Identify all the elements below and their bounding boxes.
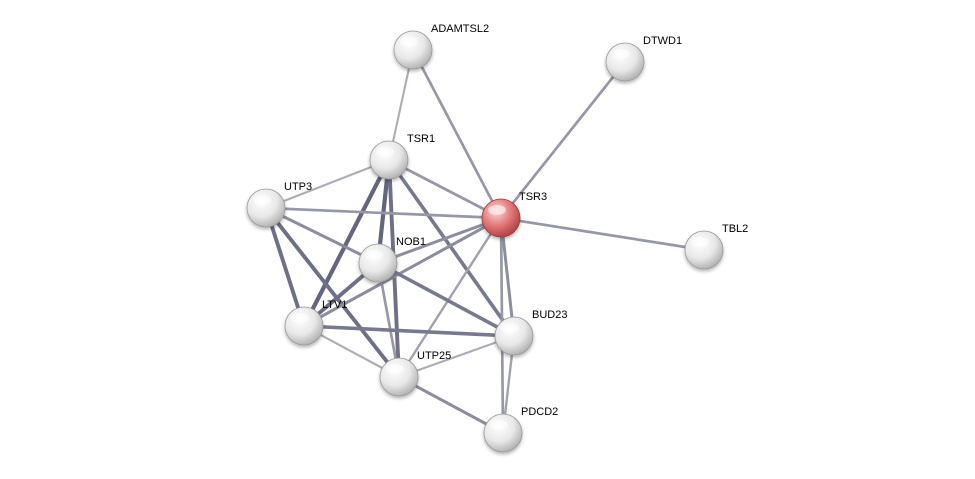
edges-layer xyxy=(264,48,706,435)
node-circle-nob1[interactable] xyxy=(358,243,398,283)
node-circle-ltv1[interactable] xyxy=(284,306,324,346)
node-tsr1[interactable]: TSR1 xyxy=(369,133,435,180)
node-tsr3[interactable]: TSR3 xyxy=(481,191,547,238)
edge-tsr1-bud23[interactable] xyxy=(387,158,516,338)
node-circle-tsr3[interactable] xyxy=(481,198,521,238)
node-label-ltv1: LTV1 xyxy=(322,299,347,311)
edge-utp3-tsr3[interactable] xyxy=(264,206,503,220)
edge-tsr3-bud23[interactable] xyxy=(499,216,516,338)
edge-utp3-utp25[interactable] xyxy=(264,206,401,379)
node-highlight xyxy=(400,37,418,47)
node-circle-pdcd2[interactable] xyxy=(483,413,523,453)
node-highlight xyxy=(386,364,404,374)
node-label-dtwd1: DTWD1 xyxy=(643,35,682,47)
node-label-utp3: UTP3 xyxy=(284,181,312,193)
node-highlight xyxy=(365,250,383,260)
node-circle-adamtsl2[interactable] xyxy=(393,30,433,70)
node-circle-utp3[interactable] xyxy=(246,188,286,228)
node-label-adamtsl2: ADAMTSL2 xyxy=(431,23,489,35)
edge-utp3-ltv1[interactable] xyxy=(264,206,306,328)
node-highlight xyxy=(691,237,709,247)
node-circle-tbl2[interactable] xyxy=(684,230,724,270)
node-label-pdcd2: PDCD2 xyxy=(521,406,558,418)
edge-tbl2-tsr3[interactable] xyxy=(499,216,706,252)
node-ltv1[interactable]: LTV1 xyxy=(284,299,347,346)
node-highlight xyxy=(501,323,519,333)
edge-tsr1-ltv1[interactable] xyxy=(301,157,392,329)
node-highlight xyxy=(490,420,508,430)
edge-adamtsl2-tsr3[interactable] xyxy=(411,48,503,220)
node-bud23[interactable]: BUD23 xyxy=(494,309,567,356)
node-dtwd1[interactable]: DTWD1 xyxy=(605,35,682,82)
edge-tsr3-utp25[interactable] xyxy=(397,216,503,379)
edge-utp25-pdcd2[interactable] xyxy=(397,375,505,435)
node-label-bud23: BUD23 xyxy=(532,309,567,321)
edge-ltv1-bud23[interactable] xyxy=(302,324,516,338)
edge-tsr1-utp3[interactable] xyxy=(264,158,391,210)
node-circle-bud23[interactable] xyxy=(494,316,534,356)
edge-utp3-nob1[interactable] xyxy=(264,206,380,265)
node-nob1[interactable]: NOB1 xyxy=(358,236,426,283)
node-highlight xyxy=(291,313,309,323)
node-highlight xyxy=(376,147,394,157)
edge-tsr3-ltv1[interactable] xyxy=(302,216,503,328)
node-highlight xyxy=(612,49,630,59)
nodes-layer: ADAMTSL2DTWD1TSR1UTP3TSR3TBL2NOB1LTV1BUD… xyxy=(246,23,748,453)
node-circle-utp25[interactable] xyxy=(379,357,419,397)
node-label-nob1: NOB1 xyxy=(396,236,426,248)
node-label-tbl2: TBL2 xyxy=(722,223,748,235)
node-highlight xyxy=(253,195,271,205)
node-tbl2[interactable]: TBL2 xyxy=(684,223,748,270)
node-highlight xyxy=(488,205,506,215)
edge-nob1-bud23[interactable] xyxy=(376,261,516,338)
node-utp3[interactable]: UTP3 xyxy=(246,181,312,228)
edge-tsr1-tsr3[interactable] xyxy=(387,158,503,220)
node-circle-dtwd1[interactable] xyxy=(605,42,645,82)
node-label-tsr1: TSR1 xyxy=(407,133,435,145)
edge-dtwd1-tsr3[interactable] xyxy=(499,60,627,220)
node-adamtsl2[interactable]: ADAMTSL2 xyxy=(393,23,489,70)
node-circle-tsr1[interactable] xyxy=(369,140,409,180)
edge-tsr3-nob1[interactable] xyxy=(376,216,503,265)
node-label-tsr3: TSR3 xyxy=(519,191,547,203)
node-utp25[interactable]: UTP25 xyxy=(379,350,451,397)
node-label-utp25: UTP25 xyxy=(417,350,451,362)
node-pdcd2[interactable]: PDCD2 xyxy=(483,406,558,453)
edge-bud23-utp25[interactable] xyxy=(397,334,516,379)
